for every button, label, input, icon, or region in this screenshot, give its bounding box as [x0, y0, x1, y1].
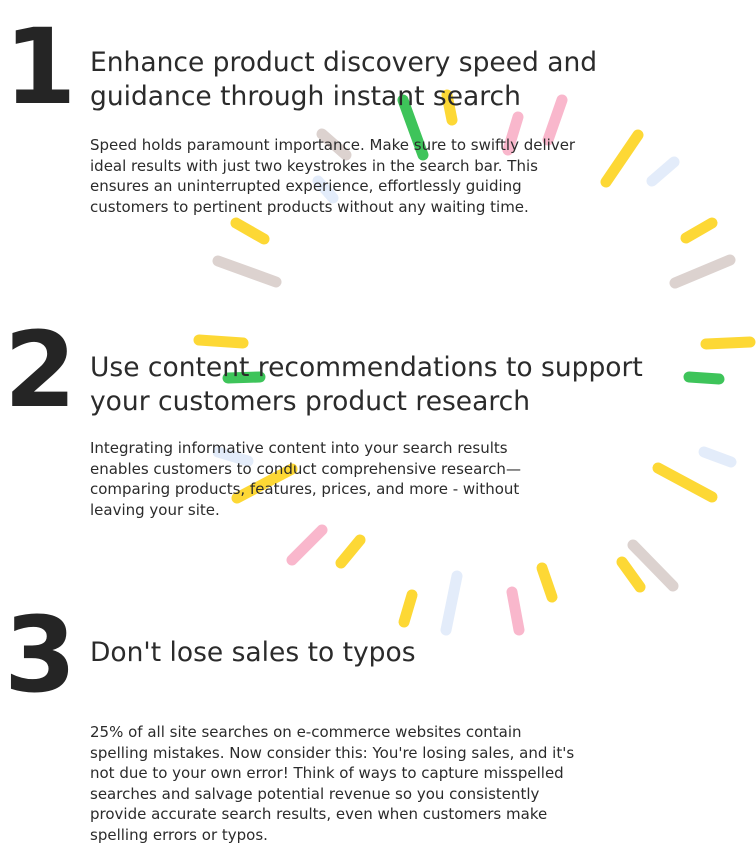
- confetti-dash: [600, 129, 644, 188]
- section-number: 2: [4, 309, 76, 431]
- confetti-dash: [652, 462, 718, 503]
- confetti-dash: [440, 570, 463, 636]
- confetti-dash: [536, 562, 558, 603]
- confetti-dash: [398, 589, 418, 628]
- confetti-dash: [397, 94, 429, 161]
- section-title: Enhance product discovery speed and guid…: [90, 47, 598, 112]
- confetti-dash: [441, 89, 458, 126]
- confetti-dash: [683, 371, 725, 385]
- confetti-dash: [230, 217, 270, 245]
- confetti-dash: [502, 111, 524, 156]
- section-body: Integrating informative content into you…: [90, 439, 521, 519]
- confetti-dash: [222, 371, 266, 384]
- confetti-dash: [646, 156, 680, 187]
- confetti-dash: [212, 255, 282, 288]
- section-title: Use content recommendations to support y…: [90, 352, 643, 417]
- section-title: Don't lose sales to typos: [90, 637, 416, 668]
- section-body: 25% of all site searches on e-commerce w…: [90, 723, 575, 844]
- confetti-dash: [698, 446, 737, 468]
- section-body: Speed holds paramount importance. Make s…: [90, 136, 576, 216]
- confetti-dash: [627, 539, 679, 592]
- confetti-dash: [312, 175, 339, 204]
- confetti-dash: [335, 534, 366, 569]
- confetti-dash: [700, 336, 756, 350]
- confetti-dash: [212, 446, 254, 467]
- confetti-dash: [506, 586, 525, 636]
- confetti-dash: [316, 128, 352, 161]
- confetti-dash: [231, 463, 298, 504]
- section-number: 1: [4, 6, 76, 128]
- confetti-dash: [286, 524, 328, 566]
- section-number: 3: [4, 594, 76, 716]
- confetti-dash: [616, 556, 646, 593]
- confetti-dash: [542, 94, 568, 146]
- confetti-dash: [680, 217, 718, 244]
- confetti-dash: [669, 254, 736, 289]
- confetti-dash: [193, 334, 249, 349]
